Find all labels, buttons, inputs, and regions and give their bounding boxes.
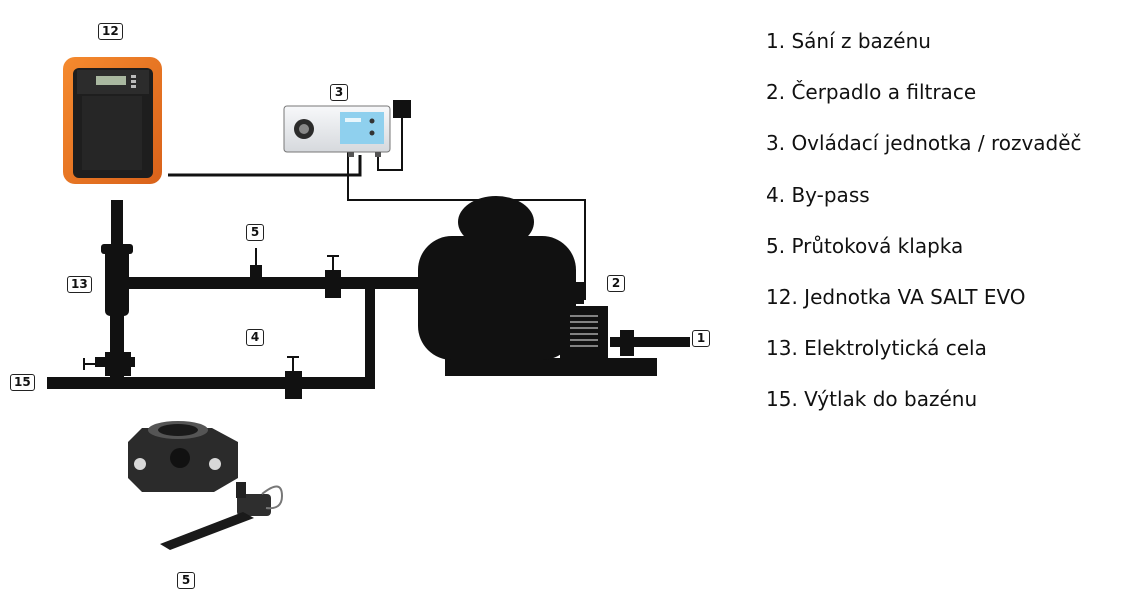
legend-item-13: 13. Elektrolytická cela [766,336,987,361]
legend-item-15: 15. Výtlak do bazénu [766,387,978,412]
pool-installation-diagram: 12 3 5 2 13 4 1 15 5 [10,23,710,589]
filter-pump-assembly [418,196,657,376]
legend-item-12: 12. Jednotka VA SALT EVO [766,284,1026,309]
pump-motor-fins [570,315,598,347]
callout-4: 4 [246,329,264,346]
valve-main-line [325,255,341,298]
legend-item-5: 5. Průtoková klapka [766,233,964,258]
pump-flange [620,330,634,356]
filter-lid [458,196,534,248]
control-box [283,105,391,157]
legend-item-2: 2. Čerpadlo a filtrace [766,80,977,105]
legend-item-4: 4. By-pass [766,182,870,207]
valve-bypass [285,356,302,399]
callout-5-flow-switch: 5 [246,224,264,241]
control-panel-display [340,112,384,144]
callout-2: 2 [607,275,625,292]
callout-5-product: 5 [177,572,195,589]
callout-3: 3 [330,84,348,101]
unit-lcd-display [96,76,126,85]
valve-lower-left [83,352,131,376]
callout-12: 12 [98,23,123,40]
flow-switch-product [128,421,284,550]
electrolytic-cell [105,248,129,316]
filter-valve-port [570,282,584,304]
legend-item-1: 1. Sání z bazénu [766,29,931,53]
cable-unit-to-control [168,155,362,177]
callout-15: 15 [10,374,35,391]
filter-base [445,358,657,376]
callout-1: 1 [692,330,710,347]
filter-tank [418,236,576,360]
va-salt-evo-unit [63,57,162,184]
electrolytic-cell-cap [101,244,133,254]
legend-item-3: 3. Ovládací jednotka / rozvaděč [766,131,1082,156]
legend-list: 1. Sání z bazénu 2. Čerpadlo a filtrace … [766,26,1082,436]
external-sensor-box [393,100,411,118]
flow-switch [250,248,262,281]
callout-13: 13 [67,276,92,293]
cable-control-to-pump [347,150,586,300]
cable-control-to-sensor [377,118,403,171]
pump-body [560,306,608,358]
diagram-canvas [47,57,690,550]
